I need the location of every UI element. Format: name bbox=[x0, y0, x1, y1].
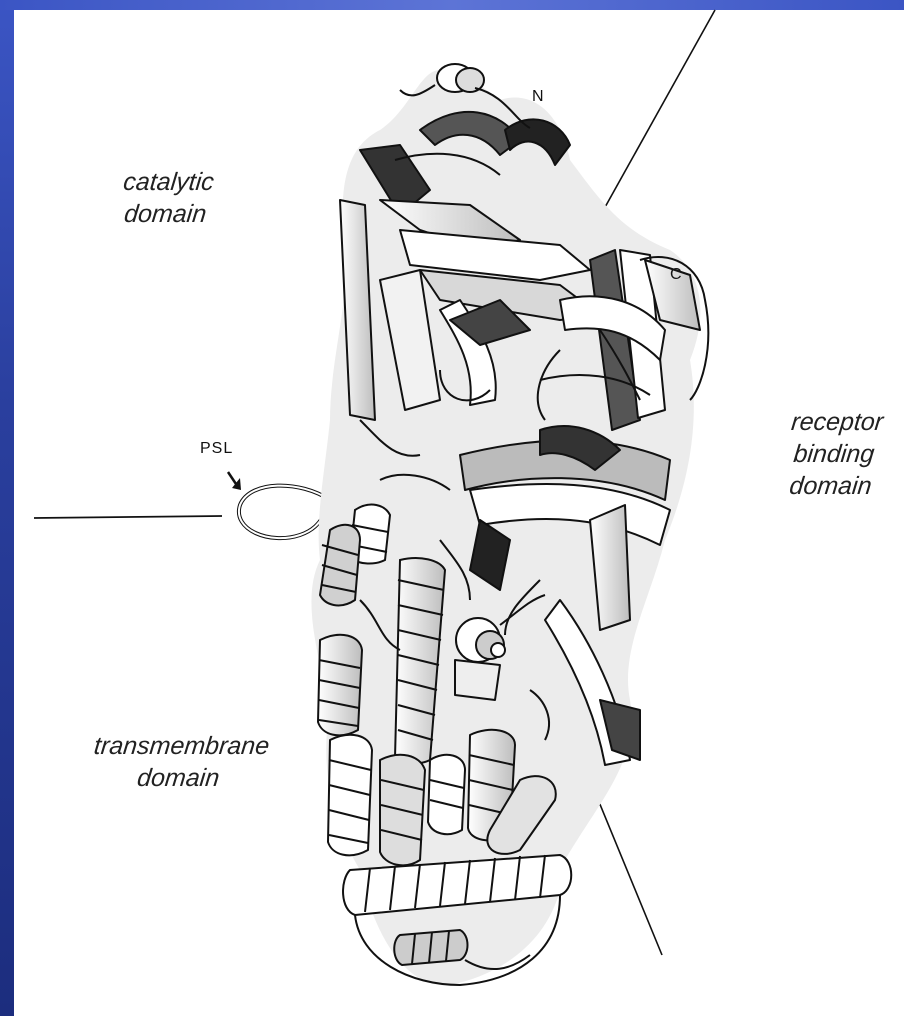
psl-arrow bbox=[228, 472, 241, 490]
transmembrane-domain-label: transmembrane domain bbox=[67, 730, 294, 794]
receptor-label-line2: binding bbox=[772, 438, 895, 470]
c-terminus-label: C bbox=[670, 266, 683, 284]
catalytic-label-line2: domain bbox=[109, 198, 222, 230]
catalytic-domain-label: catalytic domain bbox=[109, 166, 226, 230]
receptor-label-line3: domain bbox=[769, 470, 892, 502]
psl-label: PSL bbox=[200, 440, 233, 458]
receptor-label-line1: receptor bbox=[776, 406, 899, 438]
divider-left-line bbox=[34, 516, 222, 518]
transmembrane-label-line1: transmembrane bbox=[70, 730, 293, 762]
transmembrane-label-line2: domain bbox=[67, 762, 290, 794]
receptor-binding-domain-label: receptor binding domain bbox=[769, 406, 899, 502]
catalytic-label-line1: catalytic bbox=[112, 166, 225, 198]
n-terminus-label: N bbox=[532, 88, 545, 106]
